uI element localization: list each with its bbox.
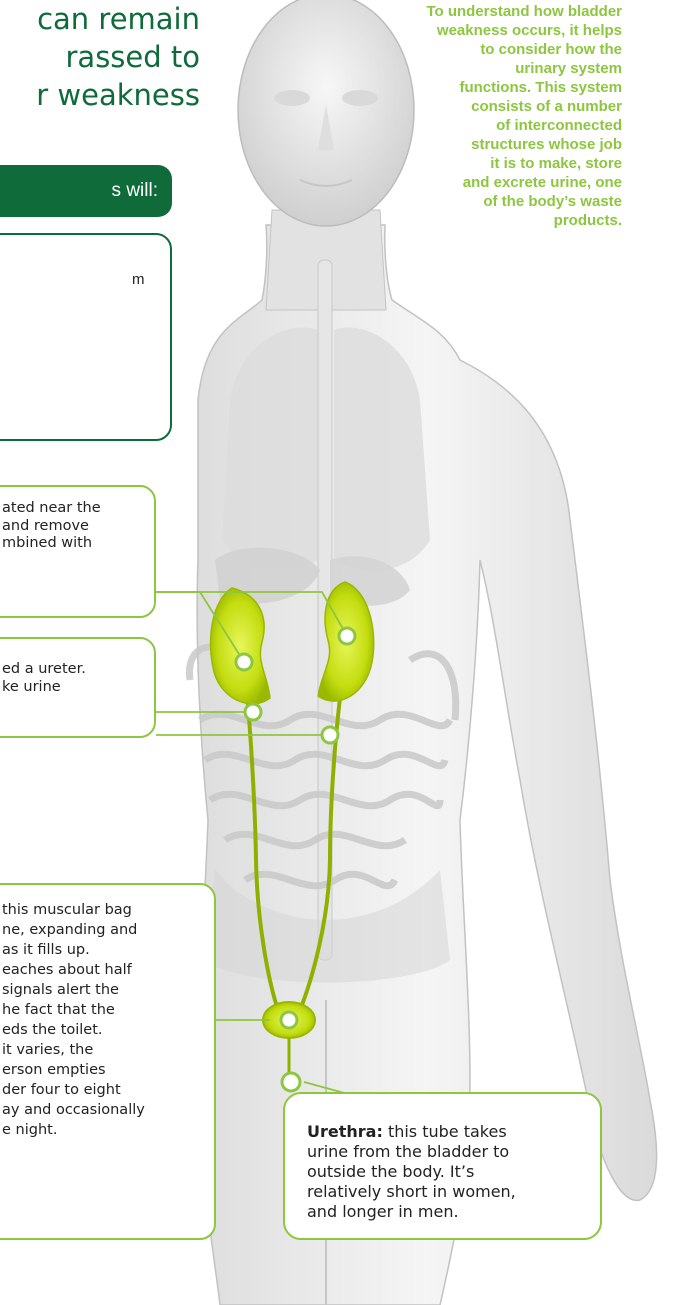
bladder-callout-line: ay and occasionally [2,1100,214,1120]
bladder-callout-line: der four to eight [2,1080,214,1100]
bladder-callout: this muscular bag ne, expanding and as i… [0,883,216,1240]
kidney-left-marker [236,654,252,670]
objectives-banner: s will: [0,165,172,217]
kidneys-callout-line: mbined with [2,535,154,553]
intro-line: it is to make, store [382,154,622,173]
headline-line-1: can remain [0,0,200,38]
bladder-callout-line: ne, expanding and [2,920,214,940]
headline-line-2: rassed to [0,38,200,76]
urethra-term: Urethra: [307,1122,383,1141]
urethra-callout: Urethra: this tube takes urine from the … [283,1092,602,1240]
bladder-callout-line: eaches about half [2,960,214,980]
intro-line: weakness occurs, it helps [382,21,622,40]
bladder-callout-line: signals alert the [2,980,214,1000]
intro-line: of interconnected [382,116,622,135]
bladder-callout-line: it varies, the [2,1040,214,1060]
kidneys-callout-line: and remove [2,518,154,536]
urethra-marker [282,1073,300,1091]
urethra-first-line-rest: this tube takes [383,1122,507,1141]
urethra-callout-line: urine from the bladder to [307,1142,600,1162]
objectives-panel-text: m [132,271,145,288]
bladder-marker [281,1012,297,1028]
bladder-callout-line: this muscular bag [2,900,214,920]
ureter-callout: ed a ureter. ke urine [0,637,156,738]
intro-line: To understand how bladder [382,2,622,21]
kidneys-callout-line: ated near the [2,500,154,518]
bladder-callout-line: he fact that the [2,1000,214,1020]
kidneys-callout: ated near the and remove mbined with [0,485,156,618]
intro-line: products. [382,211,622,230]
intro-line: structures whose job [382,135,622,154]
ureter-callout-line: ed a ureter. [2,661,154,679]
urethra-callout-first-line: Urethra: this tube takes [307,1122,600,1142]
intro-line: to consider how the [382,40,622,59]
intro-line: functions. This system [382,78,622,97]
objectives-banner-text: s will: [112,180,158,201]
ureter-left-marker [245,704,261,720]
urethra-callout-line: and longer in men. [307,1202,600,1222]
headline-line-3: r weakness [0,76,200,114]
objectives-panel: m [0,233,172,441]
intro-line: consists of a number [382,97,622,116]
intro-line: of the body’s waste [382,192,622,211]
kidney-right-marker [339,628,355,644]
bladder-callout-line: as it fills up. [2,940,214,960]
intro-line: and excrete urine, one [382,173,622,192]
bladder-callout-line: eds the toilet. [2,1020,214,1040]
bladder-callout-line: e night. [2,1120,214,1140]
bladder-callout-line: erson empties [2,1060,214,1080]
intro-paragraph: To understand how bladder weakness occur… [382,2,622,230]
ureter-callout-line: ke urine [2,679,154,697]
urethra-callout-line: outside the body. It’s [307,1162,600,1182]
headline: can remain rassed to r weakness [0,0,200,114]
urethra-callout-line: relatively short in women, [307,1182,600,1202]
ureter-right-marker [322,727,338,743]
intro-line: urinary system [382,59,622,78]
